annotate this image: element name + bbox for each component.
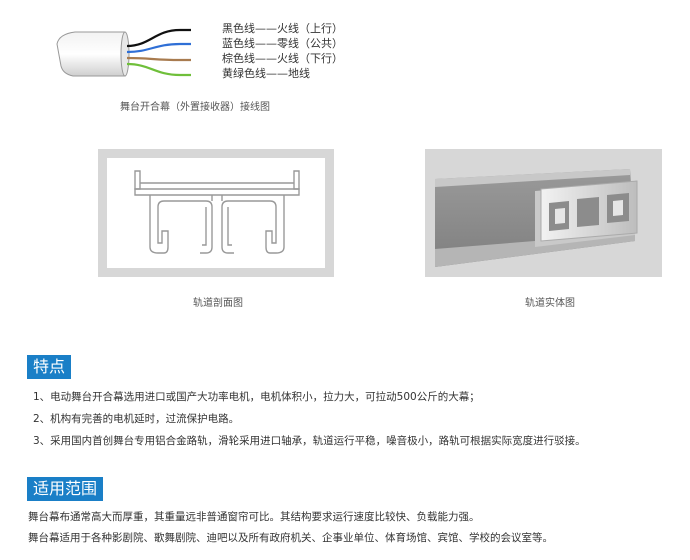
wire-label-list: 黑色线——火线（上行） 蓝色线——零线（公共） 棕色线——火线（下行） 黄绿色线… xyxy=(222,21,343,81)
list-item: 2、机构有完善的电机延时，过流保护电路。 xyxy=(33,413,240,425)
wire-black xyxy=(126,28,191,48)
scope-text: 舞台幕布通常高大而厚重，其重量远非普通窗帘可比。其结构要求运行速度比较快、负载能… xyxy=(28,507,553,549)
wire-label-black: 黑色线——火线（上行） xyxy=(222,22,343,35)
rail-photo-caption: 轨道实体图 xyxy=(525,298,575,309)
wire-brown xyxy=(126,56,191,62)
list-item: 3、采用国内首创舞台专用铝合金路轨，滑轮采用进口轴承，轨道运行平稳，噪音极小，路… xyxy=(33,435,586,447)
list-item: 1、电动舞台开合幕选用进口或国产大功率电机，电机体积小，拉力大，可拉动500公斤… xyxy=(33,391,480,403)
features-list: 1、电动舞台开合幕选用进口或国产大功率电机，电机体积小，拉力大，可拉动500公斤… xyxy=(33,386,586,452)
wire-label-brown: 棕色线——火线（下行） xyxy=(222,52,343,65)
features-heading: 特点 xyxy=(27,355,72,379)
scope-heading: 适用范围 xyxy=(27,477,104,501)
rail-photo-image xyxy=(435,169,638,267)
cable-illustration xyxy=(56,28,191,77)
wire-yellow-green xyxy=(126,62,191,77)
wire-blue xyxy=(126,42,191,54)
wire-label-blue: 蓝色线——零线（公共） xyxy=(222,37,343,50)
rail-profile-drawing xyxy=(134,170,300,254)
scope-paragraph: 舞台幕适用于各种影剧院、歌舞剧院、迪吧以及所有政府机关、企事业单位、体育场馆、宾… xyxy=(28,532,553,544)
rail-photo-panel xyxy=(425,149,662,277)
wire-label-yellow-green: 黄绿色线——地线 xyxy=(222,67,310,80)
rail-profile-panel xyxy=(98,149,334,277)
wiring-caption: 舞台开合幕（外置接收器）接线图 xyxy=(120,102,270,113)
wiring-diagram: 黑色线——火线（上行） 蓝色线——零线（公共） 棕色线——火线（下行） 黄绿色线… xyxy=(55,14,355,104)
rail-profile-caption: 轨道剖面图 xyxy=(193,298,243,309)
scope-paragraph: 舞台幕布通常高大而厚重，其重量远非普通窗帘可比。其结构要求运行速度比较快、负载能… xyxy=(28,511,480,523)
